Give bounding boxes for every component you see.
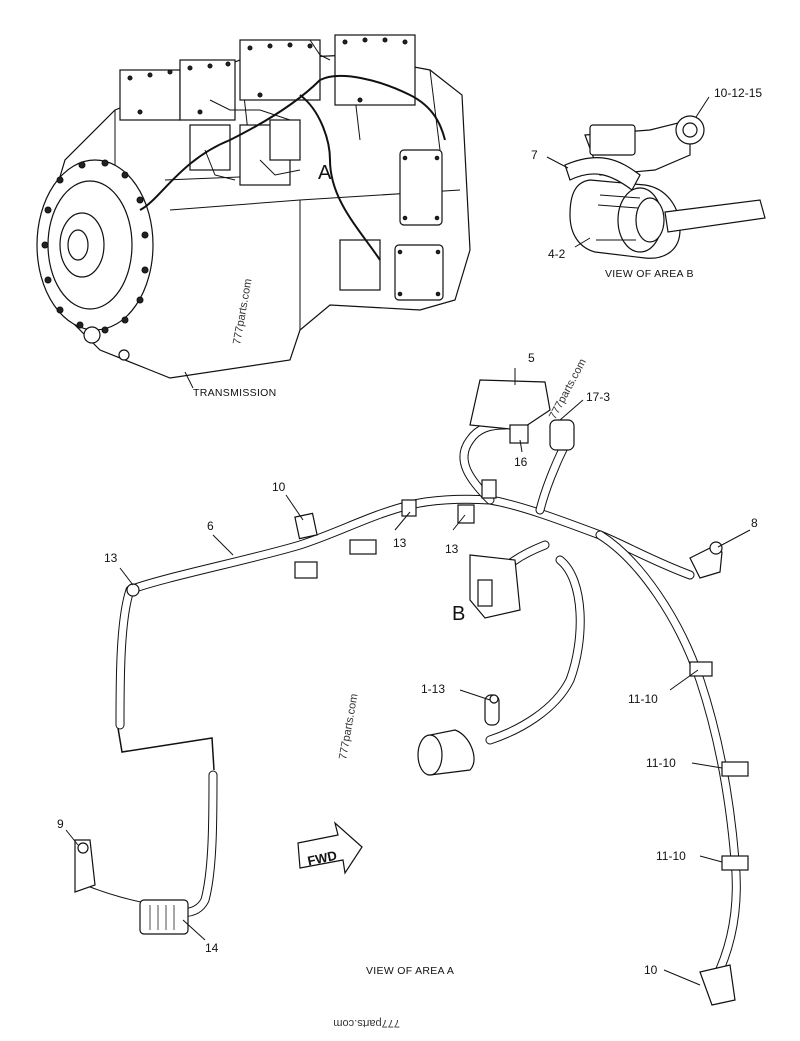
callout-10-12-15: 10-12-15 [714, 86, 762, 100]
callout-8: 8 [751, 516, 758, 530]
callout-1-13: 1-13 [421, 682, 445, 696]
callout-7: 7 [531, 148, 538, 162]
fwd-arrow [297, 821, 363, 875]
callout-11-10-c: 11-10 [656, 849, 686, 863]
area-a-marker: A [318, 162, 332, 184]
callout-16: 16 [514, 455, 528, 469]
callout-13-right: 13 [445, 542, 459, 556]
caption-view-area-b: VIEW OF AREA B [605, 268, 694, 280]
fwd-label: FWD [306, 848, 338, 869]
callout-17-3: 17-3 [586, 390, 610, 404]
callout-13-left: 13 [104, 551, 118, 565]
callout-10-top: 10 [272, 480, 286, 494]
callout-labels: A B 10-12-15 7 4-2 5 17-3 16 10 6 13 13 … [57, 86, 762, 977]
caption-labels: TRANSMISSION VIEW OF AREA B VIEW OF AREA… [193, 268, 694, 977]
callout-14: 14 [205, 941, 219, 955]
callout-5: 5 [528, 351, 535, 365]
watermark-4: 777parts.com [333, 1017, 400, 1029]
callout-6: 6 [207, 519, 214, 533]
callout-11-10-b: 11-10 [646, 756, 676, 770]
callout-13-mid: 13 [393, 536, 407, 550]
area-b-detail-view [546, 96, 766, 259]
area-b-marker: B [452, 603, 465, 625]
area-a-harness [65, 368, 751, 1006]
callout-4-2: 4-2 [548, 247, 566, 261]
watermark-3: 777parts.com [337, 693, 360, 761]
transmission-illustration [36, 34, 471, 389]
callout-10-bottom: 10 [644, 963, 658, 977]
caption-view-area-a: VIEW OF AREA A [366, 965, 454, 977]
callout-9: 9 [57, 817, 64, 831]
callout-11-10-a: 11-10 [628, 692, 658, 706]
caption-transmission: TRANSMISSION [193, 387, 277, 399]
watermark-2: 777parts.com [547, 357, 589, 421]
